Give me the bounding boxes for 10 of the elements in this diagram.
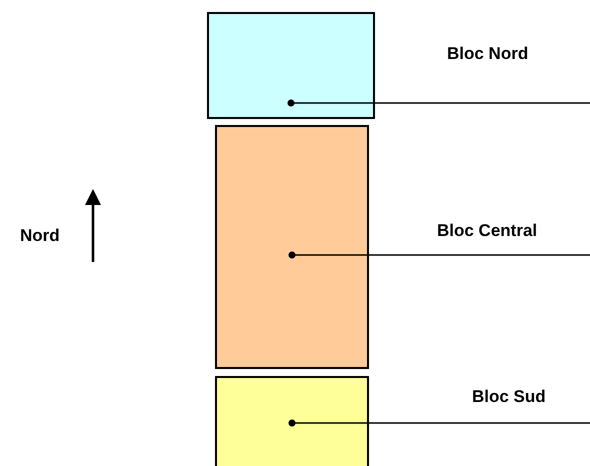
leader-line (288, 252, 590, 258)
direction-label: Nord (20, 226, 60, 246)
leader-line (288, 420, 590, 426)
building-block (207, 12, 375, 119)
block-label: Bloc Sud (472, 387, 546, 407)
building-block (215, 376, 369, 466)
block-label: Bloc Nord (447, 44, 528, 64)
block-label: Bloc Central (437, 221, 538, 241)
leader-line (288, 100, 590, 106)
building-block (215, 125, 369, 369)
